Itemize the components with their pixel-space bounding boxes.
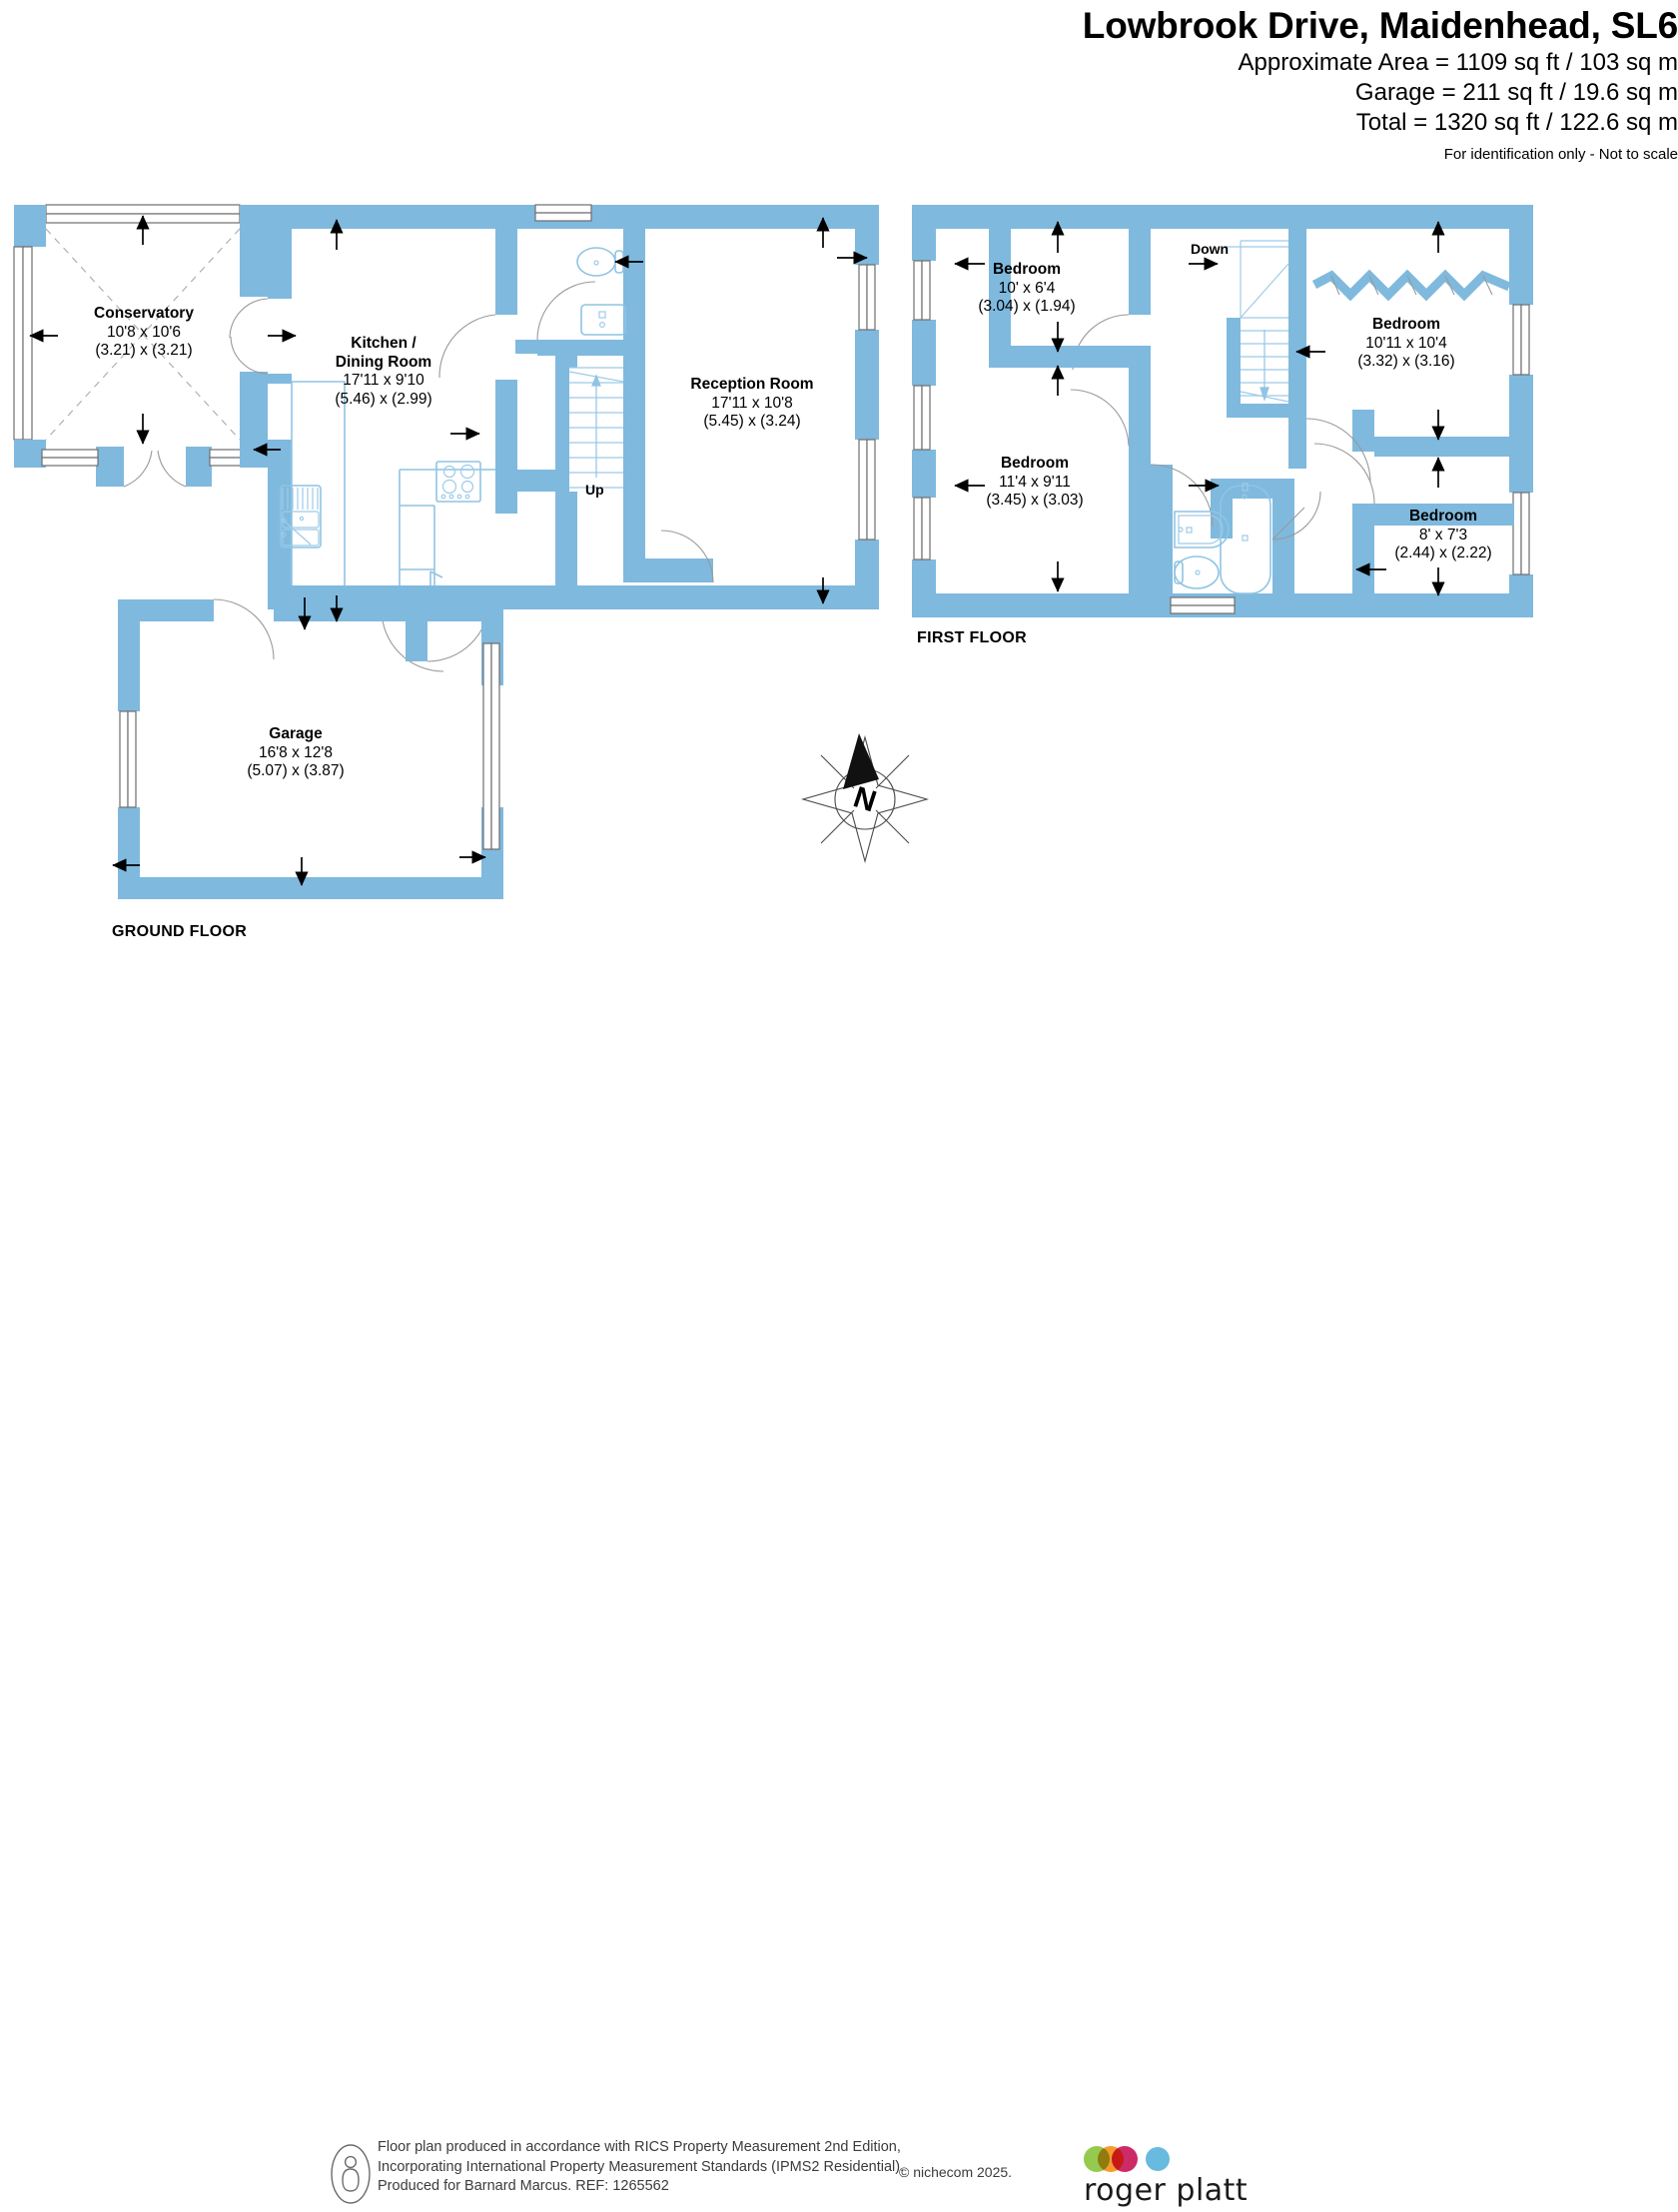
room-label-conservatory: Conservatory 10'8 x 10'6 (3.21) x (3.21) — [44, 305, 244, 361]
room-dimension-imperial: 16'8 x 12'8 — [258, 743, 333, 761]
compass-rose: N — [800, 733, 930, 864]
footer-text-block: Floor plan produced in accordance with R… — [378, 2138, 904, 2197]
room-label-bedroom-1: Bedroom 10' x 6'4 (3.04) x (1.94) — [927, 261, 1127, 317]
room-name-line2: Dining Room — [335, 353, 432, 371]
room-dimension-imperial: 10'8 x 10'6 — [106, 323, 181, 341]
room-dimension-imperial: 10'11 x 10'4 — [1365, 334, 1447, 352]
dimension-arrows-ground — [29, 215, 868, 886]
floor-plan-drawing: .w { fill:#7FB9DE; } .fx { fill:none; st… — [13, 204, 1533, 899]
footer-line-2: Incorporating International Property Mea… — [378, 2158, 905, 2175]
header: Lowbrook Drive, Maidenhead, SL6 Approxim… — [679, 0, 1678, 166]
ground-floor-label: GROUND FLOOR — [112, 923, 248, 940]
stairs-up-label: Up — [585, 482, 604, 498]
disclaimer-text: For identification only - Not to scale — [1443, 146, 1678, 163]
kitchen-hob-icon — [435, 461, 481, 503]
room-name: Bedroom — [1408, 508, 1478, 525]
room-dimension-imperial: 17'11 x 9'10 — [343, 372, 424, 389]
room-label-reception-room: Reception Room 17'11 x 10'8 (5.45) x (3.… — [649, 376, 855, 432]
approximate-area-text: Approximate Area = 1109 sq ft / 103 sq m — [1238, 49, 1678, 76]
room-dimension-metric: (3.32) x (3.16) — [1357, 353, 1455, 370]
floor-plan-canvas: .w { fill:#7FB9DE; } .fx { fill:none; st… — [0, 0, 1678, 1009]
ground-floor-group — [13, 204, 879, 899]
page-title: Lowbrook Drive, Maidenhead, SL6 — [1082, 5, 1678, 46]
brand-logo: roger platt — [1084, 2146, 1263, 2212]
room-dimension-imperial: 8' x 7'3 — [1418, 526, 1468, 544]
stairs-up-icon — [568, 367, 624, 492]
room-dimension-metric: (3.04) x (1.94) — [978, 298, 1076, 315]
room-dimension-imperial: 17'11 x 10'8 — [711, 394, 793, 412]
room-dimension-metric: (5.07) x (3.87) — [247, 762, 345, 779]
stairs-down-label: Down — [1191, 241, 1230, 257]
room-dimension-imperial: 10' x 6'4 — [998, 279, 1056, 297]
room-name: Bedroom — [1000, 455, 1070, 472]
room-dimension-metric: (3.21) x (3.21) — [95, 342, 193, 359]
first-floor-label: FIRST FLOOR — [917, 629, 1027, 646]
room-label-bedroom-4: Bedroom 8' x 7'3 (2.44) x (2.22) — [1343, 508, 1543, 563]
room-dimension-imperial: 11'4 x 9'11 — [999, 473, 1071, 491]
footer-line-1: Floor plan produced in accordance with R… — [378, 2139, 901, 2155]
room-name: Reception Room — [690, 376, 814, 393]
bath-icon — [1220, 483, 1271, 594]
footer: Floor plan produced in accordance with R… — [0, 1029, 1678, 2208]
bathroom-basin-icon — [1174, 511, 1230, 549]
room-name: Bedroom — [992, 261, 1062, 278]
kitchen-sink-icon — [280, 485, 322, 549]
room-label-garage: Garage 16'8 x 12'8 (5.07) x (3.87) — [196, 725, 396, 781]
brand-dots-icon — [1084, 2146, 1263, 2172]
room-name: Garage — [269, 725, 323, 742]
copyright-text: © nichecom 2025. — [899, 2164, 1013, 2180]
room-dimension-metric: (5.46) x (2.99) — [335, 390, 432, 408]
room-label-bedroom-3: Bedroom 10'11 x 10'4 (3.32) x (3.16) — [1306, 316, 1506, 372]
garage-area-text: Garage = 211 sq ft / 19.6 sq m — [1354, 79, 1678, 106]
stairs-down-icon — [1224, 240, 1289, 404]
room-dimension-metric: (5.45) x (3.24) — [703, 413, 801, 430]
room-name-line1: Kitchen / — [351, 335, 417, 352]
kitchen-units — [291, 381, 495, 585]
room-name: Conservatory — [94, 305, 194, 322]
room-dimension-metric: (2.44) x (2.22) — [1394, 545, 1492, 561]
rics-person-icon — [331, 2144, 371, 2204]
room-dimension-metric: (3.45) x (3.03) — [986, 492, 1084, 509]
brand-name-text: roger platt — [1084, 2173, 1249, 2208]
total-area-text: Total = 1320 sq ft / 122.6 sq m — [1355, 109, 1678, 136]
bathroom-toilet-icon — [1174, 555, 1220, 589]
room-label-bedroom-2: Bedroom 11'4 x 9'11 (3.45) x (3.03) — [935, 455, 1135, 511]
svg-text:N: N — [849, 780, 880, 818]
room-label-kitchen-dining: Kitchen / Dining Room 17'11 x 9'10 (5.46… — [284, 335, 483, 409]
room-name: Bedroom — [1371, 316, 1441, 333]
dimension-arrows-first — [954, 221, 1445, 596]
footer-line-3: Produced for Barnard Marcus. REF: 126556… — [378, 2178, 669, 2194]
first-floor-group — [912, 205, 1533, 617]
wc-basin-icon — [580, 304, 626, 336]
